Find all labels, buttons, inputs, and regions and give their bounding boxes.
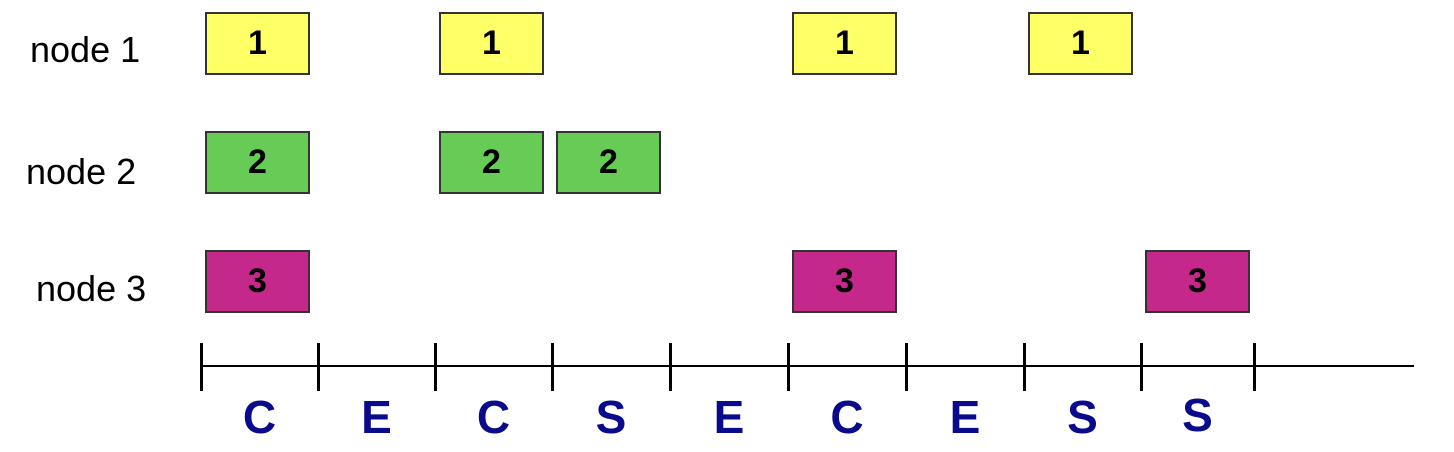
node-1-slot-box: 1 <box>792 12 897 75</box>
phase-label: C <box>476 391 511 443</box>
timeline-tick <box>669 343 672 391</box>
node-label: node 3 <box>36 268 147 309</box>
node-3-slot-box: 3 <box>792 250 897 313</box>
timeline-tick <box>200 343 203 391</box>
timeline-tick <box>551 343 554 391</box>
timeline-tick <box>434 343 437 391</box>
phase-label: C <box>830 391 864 443</box>
timeline-tick <box>905 343 908 391</box>
node-1-slot-box: 1 <box>205 12 310 75</box>
phase-label: E <box>361 391 392 443</box>
timeline-tick <box>1023 343 1026 391</box>
phase-label: S <box>1182 389 1213 441</box>
phase-label: E <box>949 391 981 443</box>
phase-label: E <box>713 391 745 443</box>
node-label: node 2 <box>26 151 137 192</box>
timeline-axis <box>200 365 1414 367</box>
phase-label: C <box>242 391 277 443</box>
phase-label: S <box>595 391 627 443</box>
node-1-slot-box: 1 <box>439 12 544 75</box>
node-2-slot-box: 2 <box>439 131 544 194</box>
node-2-slot-box: 2 <box>205 131 310 194</box>
timeline-tick <box>787 343 790 391</box>
timeline-tick <box>317 343 320 391</box>
node-3-slot-box: 3 <box>205 250 310 313</box>
node-label: node 1 <box>30 29 141 70</box>
phase-label: S <box>1067 391 1098 443</box>
timeline-tick <box>1253 343 1256 391</box>
node-3-slot-box: 3 <box>1145 250 1250 313</box>
timeline-tick <box>1140 343 1143 391</box>
node-1-slot-box: 1 <box>1028 12 1133 75</box>
node-2-slot-box: 2 <box>556 131 661 194</box>
